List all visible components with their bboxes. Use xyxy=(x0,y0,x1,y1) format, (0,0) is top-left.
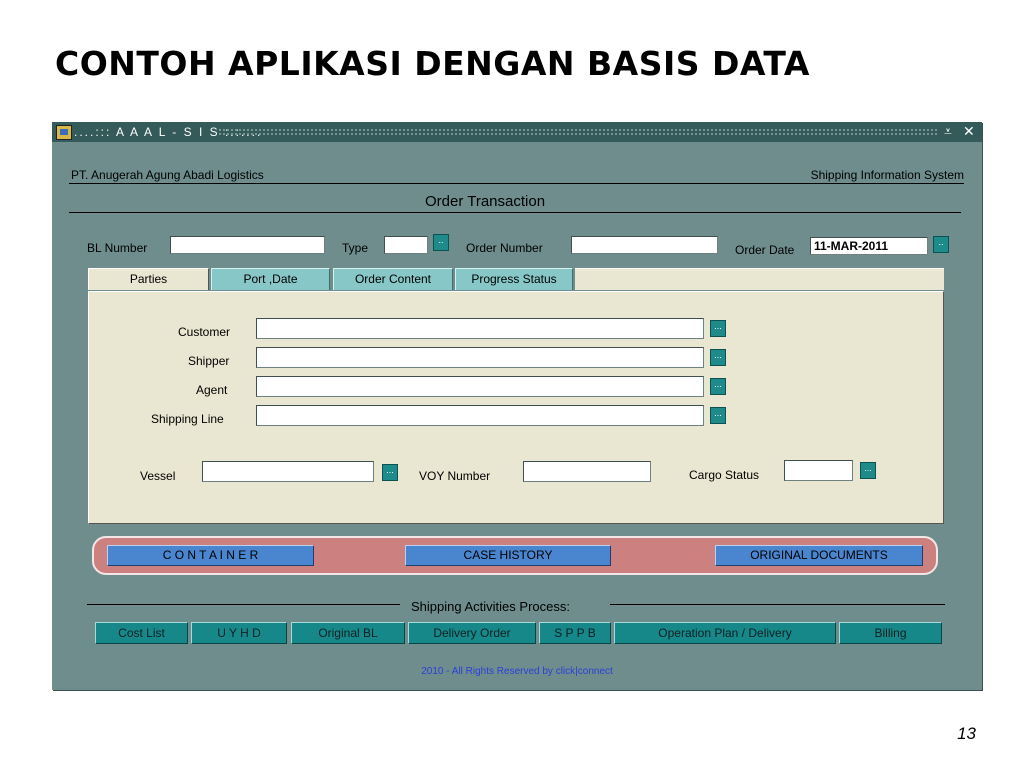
type-lov-button[interactable]: .. xyxy=(433,234,449,251)
vessel-field[interactable] xyxy=(202,461,374,482)
system-name: Shipping Information System xyxy=(810,168,964,182)
process-rule-right xyxy=(610,604,945,605)
window-title: ....::: A A A L - S I S :::.... xyxy=(74,125,263,139)
tab-port-date[interactable]: Port ,Date xyxy=(211,268,330,290)
title-divider xyxy=(69,212,961,213)
shipper-lov-button[interactable]: ... xyxy=(710,349,726,366)
shipping-line-lov-button[interactable]: ... xyxy=(710,407,726,424)
company-name: PT. Anugerah Agung Abadi Logistics xyxy=(71,168,264,182)
type-label: Type xyxy=(342,241,369,255)
shipper-field[interactable] xyxy=(256,347,704,368)
header-divider xyxy=(69,183,964,184)
minimize-icon[interactable]: ⩡ xyxy=(944,123,952,139)
process-label: Shipping Activities Process: xyxy=(411,599,570,614)
vessel-label: Vessel xyxy=(140,469,176,483)
cargo-status-label: Cargo Status xyxy=(689,468,760,482)
page-number: 13 xyxy=(957,724,976,743)
agent-label: Agent xyxy=(196,383,228,397)
footer-copyright: 2010 - All Rights Reserved by click|conn… xyxy=(421,666,613,677)
vessel-lov-button[interactable]: ... xyxy=(382,464,398,481)
cargo-status-field[interactable] xyxy=(784,460,853,481)
delivery-order-button[interactable]: Delivery Order xyxy=(408,622,536,644)
slide-title: CONTOH APLIKASI DENGAN BASIS DATA xyxy=(55,44,810,83)
order-number-field[interactable] xyxy=(571,236,718,254)
app-icon xyxy=(56,125,72,140)
tab-progress-status[interactable]: Progress Status xyxy=(455,268,573,290)
cargo-status-lov-button[interactable]: ... xyxy=(860,462,876,479)
original-bl-button[interactable]: Original BL xyxy=(291,622,405,644)
customer-lov-button[interactable]: ... xyxy=(710,320,726,337)
shipping-line-field[interactable] xyxy=(256,405,704,426)
bl-number-field[interactable] xyxy=(170,236,325,254)
form-title: Order Transaction xyxy=(425,193,546,210)
app-window: ....::: A A A L - S I S :::.... ⩡ ✕ PT. … xyxy=(52,122,982,690)
titlebar-pattern xyxy=(218,128,938,136)
voy-number-label: VOY Number xyxy=(419,469,491,483)
shipping-line-label: Shipping Line xyxy=(151,412,224,426)
uyhd-button[interactable]: U Y H D xyxy=(191,622,287,644)
parties-panel: Customer ... Shipper ... Agent ... Shipp… xyxy=(88,291,944,524)
cost-list-button[interactable]: Cost List xyxy=(95,622,188,644)
bl-number-label: BL Number xyxy=(87,241,148,255)
process-rule-left xyxy=(87,604,400,605)
order-date-lov-button[interactable]: .. xyxy=(933,236,949,253)
tab-order-content[interactable]: Order Content xyxy=(333,268,453,290)
agent-lov-button[interactable]: ... xyxy=(710,378,726,395)
agent-field[interactable] xyxy=(256,376,704,397)
close-icon[interactable]: ✕ xyxy=(963,123,975,139)
original-documents-button[interactable]: ORIGINAL DOCUMENTS xyxy=(715,545,923,566)
operation-plan-delivery-button[interactable]: Operation Plan / Delivery xyxy=(614,622,836,644)
window-titlebar[interactable]: ....::: A A A L - S I S :::.... ⩡ ✕ xyxy=(52,122,982,142)
billing-button[interactable]: Billing xyxy=(839,622,942,644)
case-history-button[interactable]: CASE HISTORY xyxy=(405,545,611,566)
tab-strip-filler xyxy=(575,268,944,290)
order-date-label: Order Date xyxy=(735,243,795,257)
tab-parties[interactable]: Parties xyxy=(88,268,209,290)
type-field[interactable] xyxy=(384,236,428,254)
container-button[interactable]: C O N T A I N E R xyxy=(107,545,314,566)
voy-number-field[interactable] xyxy=(523,461,651,482)
customer-field[interactable] xyxy=(256,318,704,339)
order-number-label: Order Number xyxy=(466,241,543,255)
sppb-button[interactable]: S P P B xyxy=(539,622,611,644)
shipper-label: Shipper xyxy=(188,354,230,368)
customer-label: Customer xyxy=(178,325,231,339)
order-date-field[interactable]: 11-MAR-2011 xyxy=(810,237,928,255)
